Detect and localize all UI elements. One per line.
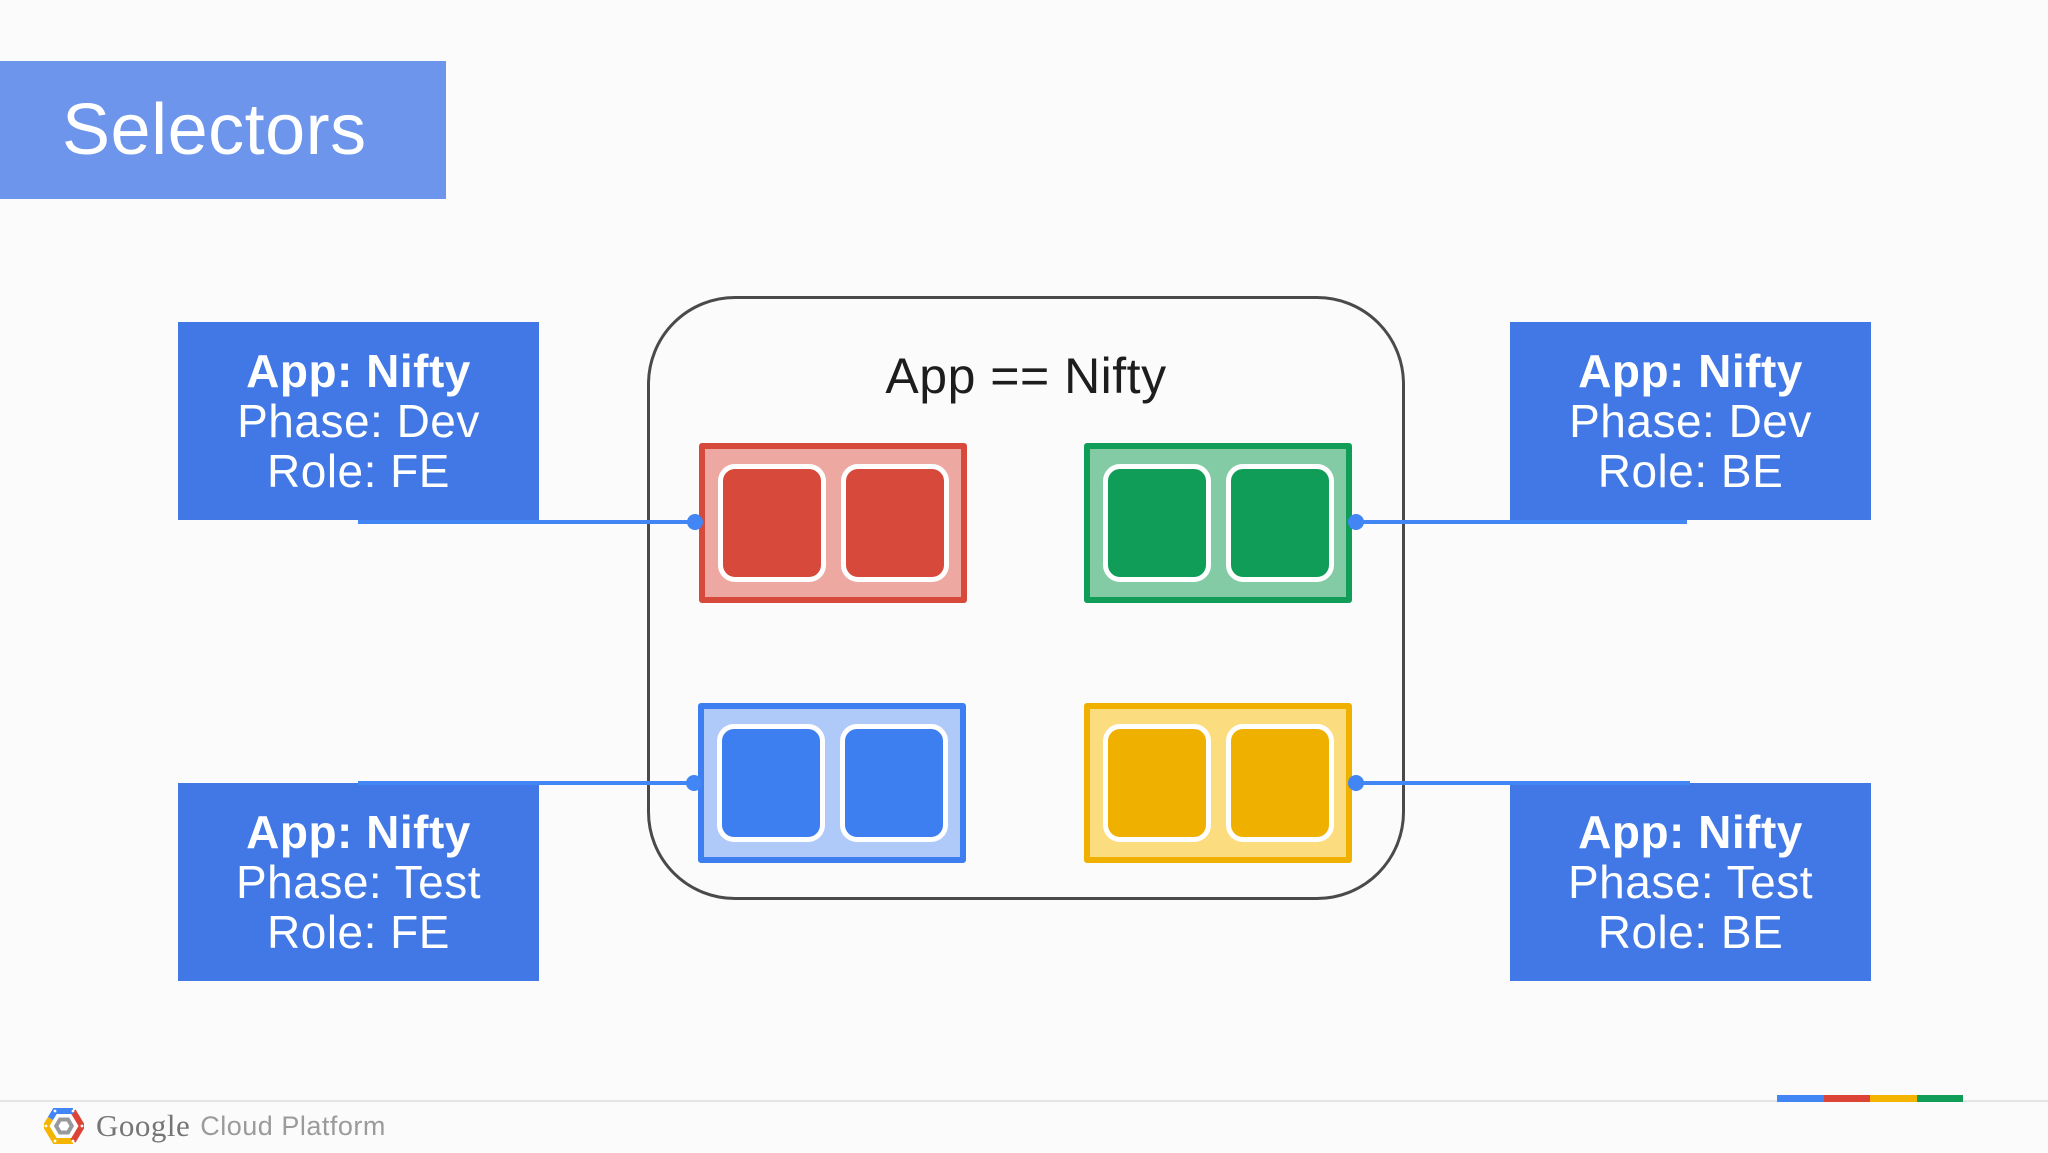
gcp-hexagon-icon — [44, 1108, 84, 1144]
app-container-label: App == Nifty — [885, 348, 1167, 404]
selector-phase-line: Phase: Test — [1567, 856, 1814, 908]
selector-app-line: App: Nifty — [246, 345, 471, 397]
footer-divider — [0, 1100, 2048, 1102]
google-wordmark: Google — [96, 1108, 191, 1143]
slide-title-box: Selectors — [0, 61, 446, 199]
selector-app-line: App: Nifty — [1578, 345, 1803, 397]
pod — [1102, 724, 1211, 842]
google-bar-segment — [1777, 1095, 1824, 1102]
google-bar-segment — [1870, 1095, 1917, 1102]
selector-role-line: Role: FE — [267, 445, 450, 497]
selector-label-test-be: App: Nifty Phase: Test Role: BE — [1510, 783, 1871, 981]
selector-app-line: App: Nifty — [246, 806, 471, 858]
selector-label-test-fe: App: Nifty Phase: Test Role: FE — [178, 783, 539, 981]
gcp-logo: Google Cloud Platform — [44, 1106, 386, 1146]
pod-group-test-fe — [698, 703, 966, 863]
app-container: App == Nifty — [647, 296, 1405, 900]
pod-group-dev-fe — [699, 443, 967, 603]
selector-role-line: Role: BE — [1597, 906, 1784, 958]
pod — [1225, 464, 1334, 582]
cloud-platform-wordmark: Cloud Platform — [200, 1110, 386, 1141]
pod — [840, 464, 949, 582]
slide-title: Selectors — [62, 90, 367, 170]
selector-phase-line: Phase: Dev — [237, 395, 480, 447]
selector-phase-line: Phase: Test — [235, 856, 482, 908]
pod — [716, 724, 825, 842]
selector-label-dev-fe: App: Nifty Phase: Dev Role: FE — [178, 322, 539, 520]
selector-label-dev-be: App: Nifty Phase: Dev Role: BE — [1510, 322, 1871, 520]
pod — [1102, 464, 1211, 582]
selector-role-line: Role: FE — [267, 906, 450, 958]
pod-group-test-be — [1084, 703, 1352, 863]
pod — [717, 464, 826, 582]
pod-group-dev-be — [1084, 443, 1352, 603]
google-colors-bar — [1777, 1095, 1963, 1102]
google-bar-segment — [1823, 1095, 1870, 1102]
selector-app-line: App: Nifty — [1578, 806, 1803, 858]
pod — [1225, 724, 1334, 842]
selector-phase-line: Phase: Dev — [1569, 395, 1812, 447]
google-bar-segment — [1916, 1095, 1963, 1102]
pod — [839, 724, 948, 842]
selector-role-line: Role: BE — [1597, 445, 1784, 497]
